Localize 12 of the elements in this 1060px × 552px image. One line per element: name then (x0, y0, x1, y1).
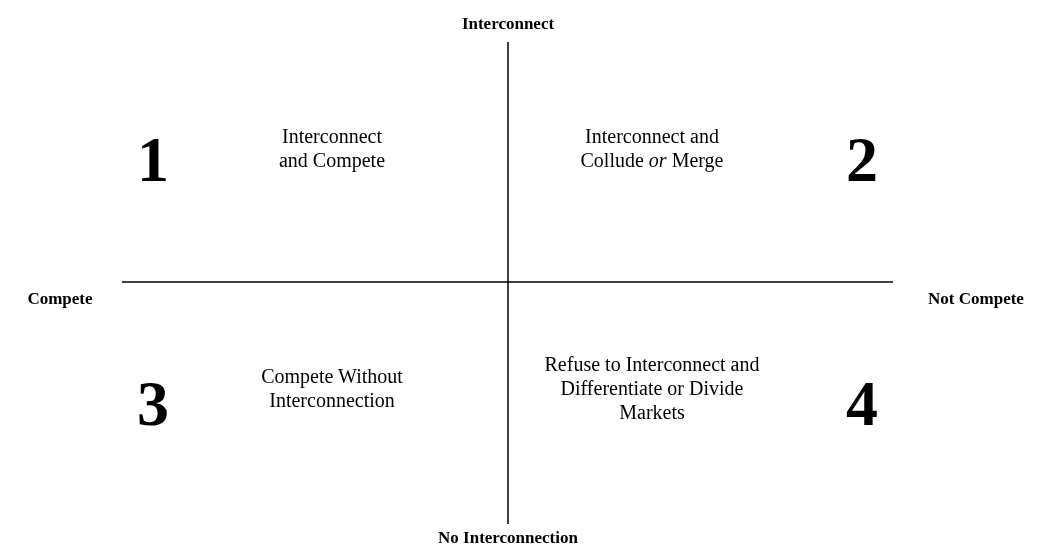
quadrant-description: Refuse to Interconnect and Differentiate or Divide Markets (544, 352, 760, 424)
quadrant-description: Interconnect and Collude or Merge (579, 124, 725, 172)
axis-label: No Interconnection (438, 527, 578, 549)
axis-label: Interconnect (461, 13, 555, 35)
quadrant-number: 1 (137, 128, 169, 192)
axis-label: Compete (27, 288, 93, 310)
quadrant-number: 2 (846, 128, 878, 192)
quadrant-description: Compete Without Interconnection (260, 364, 404, 412)
quadrant-description: Interconnect and Compete (277, 124, 387, 172)
axis-label: Not Compete (928, 288, 1024, 310)
quadrant-number: 3 (137, 372, 169, 436)
quadrant-number: 4 (846, 372, 878, 436)
